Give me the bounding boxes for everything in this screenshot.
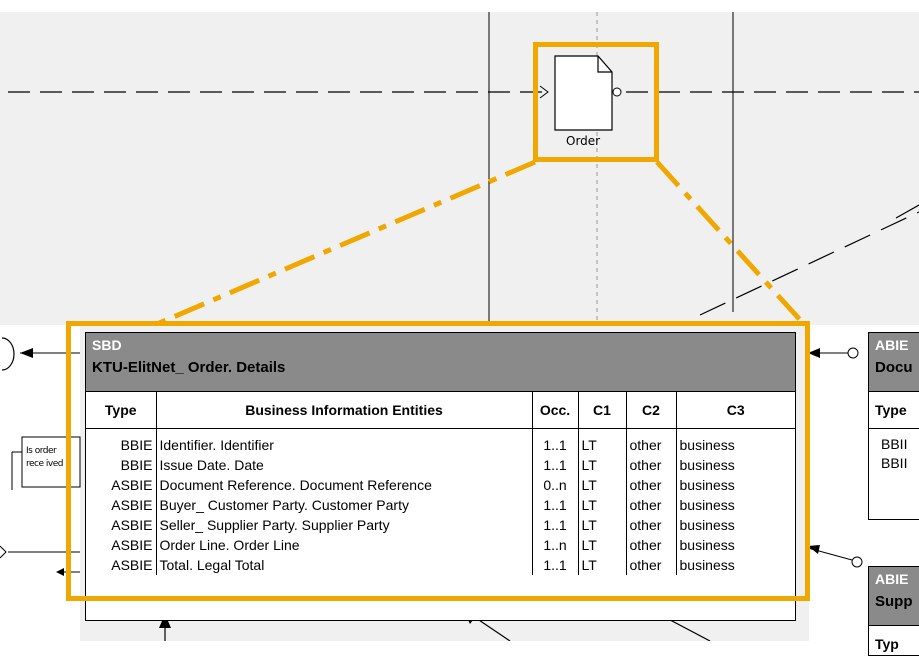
abie-supplier-box[interactable]: ABIE Supp Typ [868, 566, 919, 656]
table-row[interactable]: BBIE Identifier. Identifier 1..1 LT othe… [86, 428, 795, 455]
order-label: Order [566, 134, 601, 148]
cell-c3: business [679, 477, 735, 493]
col-header-occ: Occ. [532, 392, 579, 429]
cell-c2: other [626, 475, 677, 495]
abie-document-row: BBII [881, 455, 908, 471]
col-header-c3: C3 [676, 392, 795, 429]
cell-c2: other [626, 428, 677, 455]
cell-type: ASBIE [86, 515, 157, 535]
cell-c3: business [679, 457, 735, 473]
abie-document-box[interactable]: ABIE Docu Type BBII BBII [868, 332, 919, 520]
table-row[interactable]: ASBIE Order Line. Order Line 1..n LT oth… [86, 535, 795, 555]
cell-occ: 1..1 [532, 555, 579, 575]
cell-c3: business [679, 437, 735, 453]
cell-c1: LT [578, 455, 627, 475]
abie-supplier-title: Supp [875, 593, 913, 610]
sbd-header: SBD KTU-ElitNet_ Order. Details [86, 333, 795, 392]
cell-occ: 1..1 [532, 428, 579, 455]
col-header-type: Type [86, 392, 157, 429]
col-header-c2: C2 [626, 392, 677, 429]
cell-c3: business [679, 497, 735, 513]
decision-label-line1: Is order [26, 446, 57, 456]
abie-document-title: Docu [875, 359, 913, 376]
abie-supplier-type-header: Typ [869, 626, 919, 655]
table-row[interactable]: ASBIE Seller_ Supplier Party. Supplier P… [86, 515, 795, 535]
sbd-title: KTU-ElitNet_ Order. Details [92, 359, 286, 376]
abie-supplier-stereotype: ABIE [875, 571, 909, 587]
cell-occ: 1..1 [532, 455, 579, 475]
abie-supplier-header: ABIE Supp [869, 567, 919, 626]
order-highlight-frame [533, 42, 659, 162]
cell-entity: Document Reference. Document Reference [156, 475, 533, 495]
cell-c2: other [626, 555, 677, 575]
cell-c3: business [679, 517, 735, 533]
col-header-c1: C1 [578, 392, 627, 429]
cell-c2: other [626, 455, 677, 475]
abie-document-row: BBII [881, 436, 908, 452]
cell-c2: other [626, 515, 677, 535]
table-header-row: Type Business Information Entities Occ. … [86, 392, 795, 429]
cell-entity: Total. Legal Total [156, 555, 533, 575]
cell-entity: Seller_ Supplier Party. Supplier Party [156, 515, 533, 535]
cell-c1: LT [578, 475, 627, 495]
cell-type: BBIE [86, 455, 157, 475]
cell-occ: 1..n [532, 535, 579, 555]
cell-entity: Buyer_ Customer Party. Customer Party [156, 495, 533, 515]
decision-label-line2: rece ived [26, 459, 63, 469]
bie-table: Type Business Information Entities Occ. … [86, 392, 795, 575]
abie-document-type-header: Type [869, 392, 919, 429]
table-row[interactable]: ASBIE Total. Legal Total 1..1 LT other b… [86, 555, 795, 575]
table-row[interactable]: ASBIE Document Reference. Document Refer… [86, 475, 795, 495]
cell-type: ASBIE [86, 555, 157, 575]
abie-document-stereotype: ABIE [875, 337, 909, 353]
cell-occ: 0..n [532, 475, 579, 495]
cell-c3: business [679, 537, 735, 553]
cell-c1: LT [578, 555, 627, 575]
cell-c1: LT [578, 495, 627, 515]
cell-entity: Issue Date. Date [156, 455, 533, 475]
table-row[interactable]: BBIE Issue Date. Date 1..1 LT other busi… [86, 455, 795, 475]
cell-type: ASBIE [86, 495, 157, 515]
sbd-stereotype: SBD [92, 337, 122, 353]
cell-entity: Order Line. Order Line [156, 535, 533, 555]
cell-c1: LT [578, 515, 627, 535]
col-header-entities: Business Information Entities [156, 392, 533, 429]
sbd-order-details-box[interactable]: SBD KTU-ElitNet_ Order. Details Type Bus… [85, 332, 796, 621]
cell-type: ASBIE [86, 475, 157, 495]
cell-c1: LT [578, 428, 627, 455]
cell-occ: 1..1 [532, 515, 579, 535]
cell-c1: LT [578, 535, 627, 555]
cell-c2: other [626, 535, 677, 555]
cell-c3: business [679, 557, 735, 573]
cell-entity: Identifier. Identifier [156, 428, 533, 455]
cell-occ: 1..1 [532, 495, 579, 515]
abie-document-header: ABIE Docu [869, 333, 919, 392]
table-row[interactable]: ASBIE Buyer_ Customer Party. Customer Pa… [86, 495, 795, 515]
cell-type: ASBIE [86, 535, 157, 555]
cell-c2: other [626, 495, 677, 515]
cell-type: BBIE [86, 428, 157, 455]
